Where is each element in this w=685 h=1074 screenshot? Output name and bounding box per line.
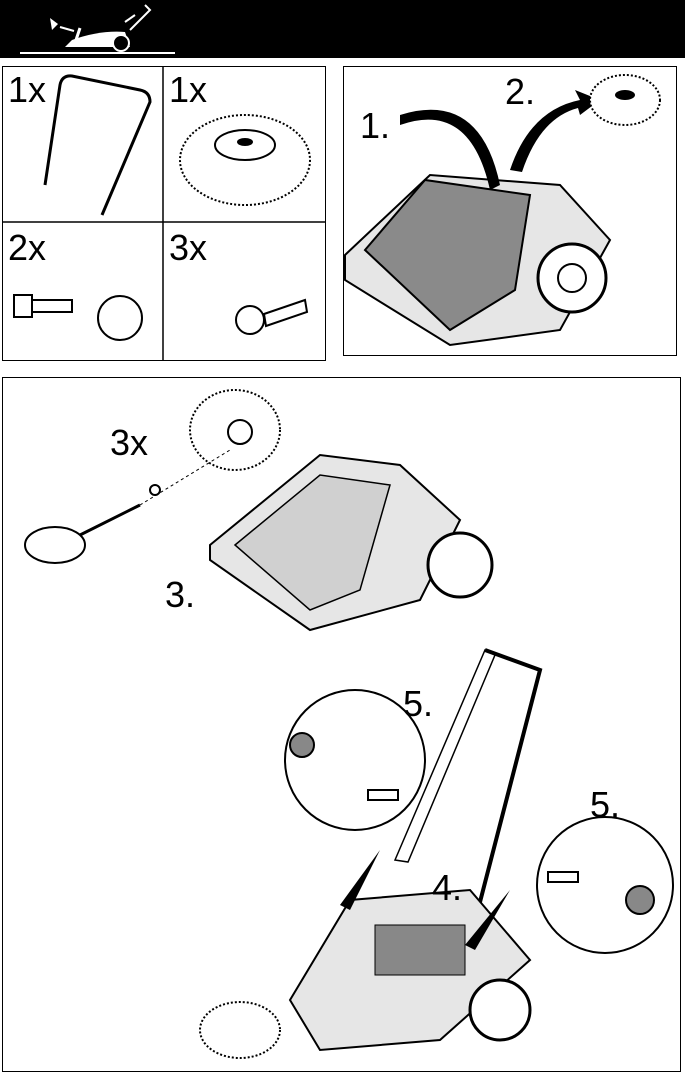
step-label: 5. — [403, 683, 434, 724]
parts-list-box — [2, 66, 326, 361]
part-qty-label: 2x — [8, 227, 47, 268]
header-bar — [0, 0, 685, 58]
part-qty-label: 1x — [169, 69, 208, 110]
step-3-5-box — [2, 377, 681, 1072]
step-label: 5. — [590, 784, 621, 825]
sweeper-assembly-icon — [20, 4, 175, 54]
step-label: 4. — [432, 867, 463, 908]
step-1-2-box — [343, 66, 677, 356]
part-qty-label: 1x — [8, 69, 47, 110]
step-label: 2. — [505, 71, 536, 112]
part-qty-label: 3x — [169, 227, 208, 268]
step-qty-label: 3x — [110, 422, 149, 463]
step-label: 3. — [165, 574, 196, 615]
step-label: 1. — [360, 105, 391, 146]
